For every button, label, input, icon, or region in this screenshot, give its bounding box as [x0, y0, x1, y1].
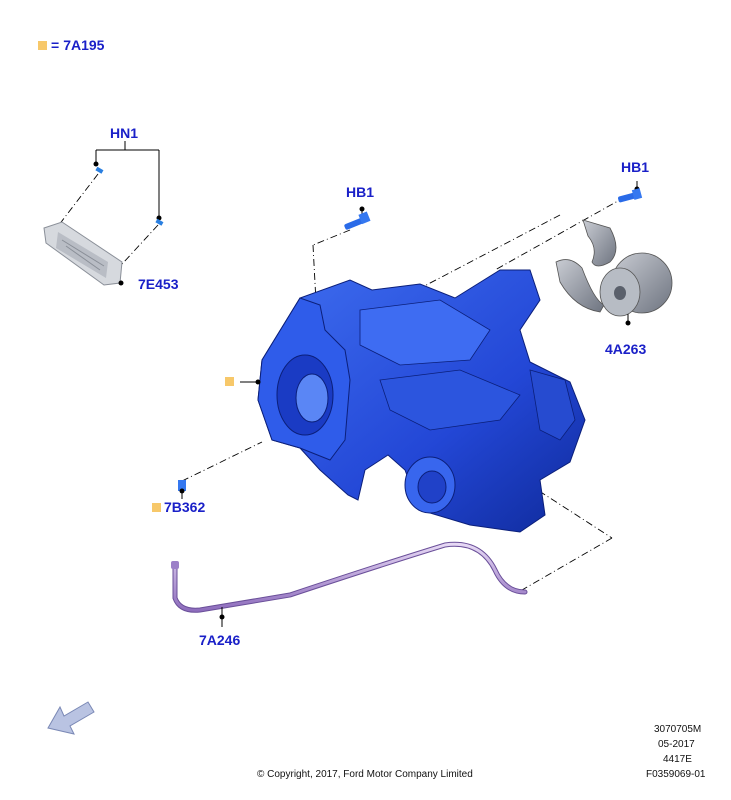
- hn1-dot-left: [93, 161, 99, 167]
- front-arrow-icon: [47, 701, 95, 735]
- label-7e453: 7E453: [138, 276, 179, 292]
- transfer-case-housing: [257, 269, 586, 533]
- hb1-right-bolt: [618, 181, 643, 203]
- legend-swatch: [38, 40, 47, 50]
- shift-lever-4a263: [555, 219, 673, 317]
- label-4a263: 4A263: [605, 341, 647, 357]
- 4a263-dot: [625, 320, 631, 326]
- hn1-screw-icons: [95, 166, 164, 226]
- label-hb1-right: HB1: [621, 159, 650, 175]
- footer-code-2: 4417E: [663, 754, 692, 765]
- 7b362-7a195-marker: [152, 503, 161, 512]
- bolt-7b362: [178, 480, 186, 499]
- label-7b362: 7B362: [164, 499, 206, 515]
- legend-equals: =: [51, 37, 60, 53]
- footer-date: 05-2017: [658, 739, 695, 750]
- legend-part-number: 7A195: [63, 37, 105, 53]
- 7e453-dot: [118, 280, 124, 286]
- label-7a246: 7A246: [199, 632, 241, 648]
- legend: = 7A195: [38, 37, 104, 53]
- label-hb1-left: HB1: [346, 184, 375, 200]
- module-7e453: [43, 221, 123, 286]
- vent-tube-7a246: [171, 541, 528, 613]
- 7a246-dot: [219, 614, 225, 620]
- housing-7a195-marker: [225, 377, 234, 386]
- hb1-left-bolt: [344, 206, 371, 230]
- hn1-callout-lines: [95, 141, 160, 217]
- label-hn1: HN1: [110, 125, 139, 141]
- copyright-text: © Copyright, 2017, Ford Motor Company Li…: [257, 769, 473, 780]
- housing-dot: [255, 379, 261, 385]
- footer-code-1: 3070705M: [654, 724, 702, 735]
- figure-number: F0359069-01: [646, 769, 706, 780]
